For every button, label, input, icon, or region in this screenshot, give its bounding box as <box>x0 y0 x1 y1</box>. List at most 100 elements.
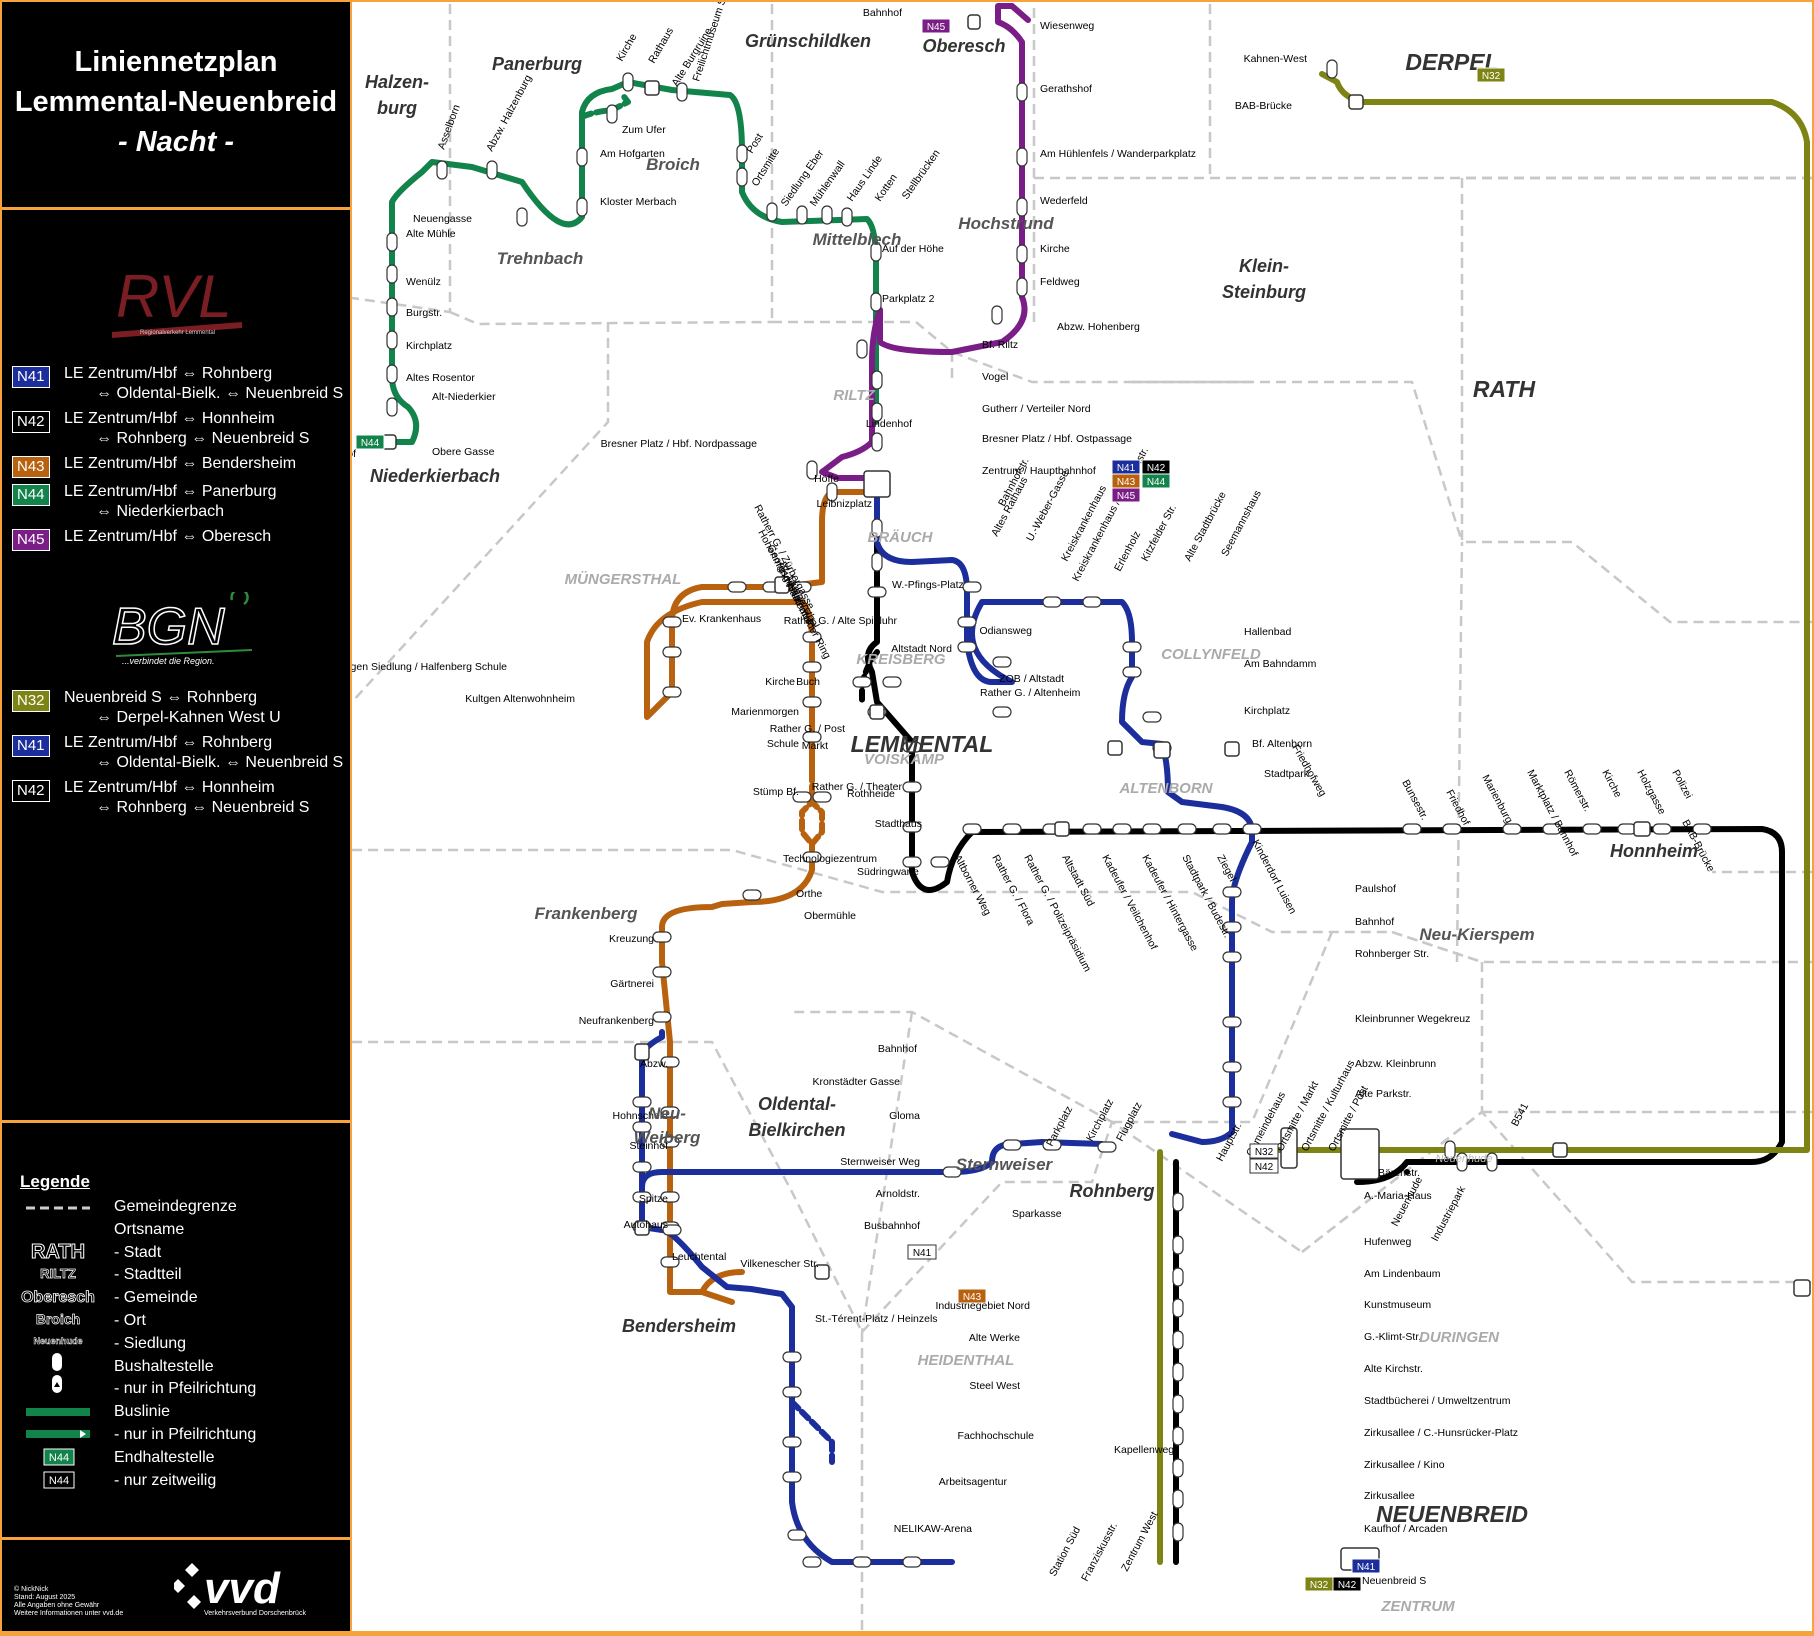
stop-label: Höffe <box>814 473 839 485</box>
place-name: Panerburg <box>492 54 582 74</box>
line-badge-n41: N41 <box>1351 1558 1381 1574</box>
svg-text:N32: N32 <box>1255 1147 1274 1158</box>
stop-label: Hallenbad <box>1244 626 1291 638</box>
place-name: Rohnberg <box>1070 1181 1155 1201</box>
place-name: BRÄUCH <box>868 529 934 546</box>
line-route: LE Zentrum/Hbf ⇔ Oberesch <box>64 528 272 545</box>
legend-item: - nur in Pfeilrichtung <box>114 1380 257 1398</box>
stop-label: Sparkasse <box>1012 1208 1062 1220</box>
title-line3: - Nacht - <box>118 126 234 158</box>
stop-label: Kirchplatz <box>406 340 452 352</box>
svg-text:BGN: BGN <box>112 598 225 656</box>
stop-label: Post <box>744 131 765 155</box>
stop-label: Bf. Altenborn <box>1252 738 1312 750</box>
svg-text:Regionalverkehr Lemmental: Regionalverkehr Lemmental <box>140 330 215 336</box>
stop-label: Kotten <box>873 172 900 204</box>
stop-label: Kirche <box>614 32 639 64</box>
stop-label: Bahnhof <box>878 1043 917 1055</box>
stop-label: Ev. Krankenhaus <box>682 613 761 625</box>
stop-label: Kaufhof / Arcaden <box>1364 1523 1448 1535</box>
stop-label: Rather G. / Theater <box>812 781 903 793</box>
stop-label: Arnoldstr. <box>876 1188 920 1200</box>
stop-label: Burgstr. <box>406 307 442 319</box>
sidebar: Liniennetzplan Lemmental-Neuenbreid - Na… <box>2 2 350 1631</box>
stop-label: St.-Térent-Platz / Heinzels <box>815 1313 938 1325</box>
stop-label: Stümp Bf. <box>753 786 799 798</box>
place-name: Halzen- <box>365 72 429 92</box>
stop-label: Alte Werke <box>969 1332 1020 1344</box>
svg-text:N41: N41 <box>913 1248 932 1259</box>
stop-label: Asselborn <box>436 103 463 151</box>
svg-text:RILTZ: RILTZ <box>40 1266 76 1281</box>
place-name: Honnheim <box>1610 841 1698 861</box>
stop-label: Kahnen-West <box>1244 53 1308 65</box>
line-badge-n32: N32 <box>1476 67 1506 83</box>
stop-label: NELIKAW-Arena <box>894 1523 972 1535</box>
stop-label: Sternweiser Weg <box>840 1156 920 1168</box>
stop-label: Bahnhof <box>863 7 902 19</box>
stop-label: Kunstmuseum <box>1364 1299 1431 1311</box>
title-line2: Lemmental-Neuenbreid <box>14 86 338 118</box>
bus-stops <box>381 14 1811 1571</box>
svg-text:N42: N42 <box>1147 463 1166 474</box>
stop-label: Bahnhof <box>352 448 356 460</box>
line-route: LE Zentrum/Hbf ⇔ Bendersheim <box>64 455 297 472</box>
stop-label: U.-Weber-Gasse <box>1024 468 1072 543</box>
legend-item: - Stadt <box>114 1243 162 1261</box>
place-name: RILTZ <box>833 387 875 404</box>
place-labels: DERPELRATHLEMMENTALNEUENBREIDHalzen-burg… <box>365 31 1698 1615</box>
line-route: LE Zentrum/Hbf ⇔ Panerburg <box>64 483 277 500</box>
stop-label: Südringwarte <box>857 866 919 878</box>
sidebar-divider <box>2 1120 350 1123</box>
stop-label: Hufenweg <box>1364 1236 1411 1248</box>
stop-label: Parkplatz 2 <box>882 293 935 305</box>
legend-item: Endhaltestelle <box>114 1448 215 1466</box>
place-name: KREISBERG <box>856 651 946 668</box>
vvd-logo-icon: vvd Verkehrsverbund Dorschenbrück <box>174 1563 306 1617</box>
stop-label: Kleinbrunner Wegekreuz <box>1355 1013 1470 1025</box>
line-badge-n32: N32 <box>1249 1143 1279 1159</box>
stop-label: Zentrum West <box>1119 1510 1160 1574</box>
svg-text:RVL: RVL <box>116 263 232 330</box>
stop-label: Kloster Merbach <box>600 196 677 208</box>
title-line1: Liniennetzplan <box>74 46 278 78</box>
place-name: burg <box>377 98 417 118</box>
stop-label: Buch <box>796 676 820 688</box>
stop-label: Auf der Höhe <box>882 243 944 255</box>
stop-label: Rothheide <box>847 788 895 800</box>
stop-label: Kronstädter Gasse <box>812 1076 900 1088</box>
stop-label: Orthe <box>796 888 822 900</box>
stop-label: Alte Kirchstr. <box>1364 1363 1423 1375</box>
stop-label: G.-Klimt-Str. <box>1364 1331 1421 1343</box>
stop-label: Ratherr G. / Zürbergasse <box>751 503 816 612</box>
stop-label: Abzw. Hohenberg <box>1057 321 1140 333</box>
stop-label: Kirchplatz <box>1244 705 1290 717</box>
legend-item: - Ort <box>114 1312 146 1329</box>
line-route: LE Zentrum/Hbf ⇔ Rohnberg <box>64 365 273 382</box>
place-name: ALTENBORN <box>1118 780 1213 797</box>
stop-label: BAB-Brücke <box>1235 100 1292 112</box>
stop-label: Schule <box>767 738 799 750</box>
place-name: Grünschildken <box>745 31 871 51</box>
stop-label: Feldweg <box>1040 276 1080 288</box>
line-route-cont: ⇔ Derpel-Kahnen West U <box>96 709 281 726</box>
place-name: Hochstrund <box>958 214 1054 233</box>
place-name: Trehnbach <box>497 249 584 268</box>
stop-label: Bresner Platz / Hbf. Nordpassage <box>601 438 758 450</box>
stop-label: Hohnscheid <box>613 1110 669 1122</box>
svg-text:...verbindet die Region.: ...verbindet die Region. <box>122 656 215 666</box>
stop-label: Fachhochschule <box>958 1430 1035 1442</box>
stop-label: Wederfeld <box>1040 195 1088 207</box>
svg-text:N45: N45 <box>1117 491 1136 502</box>
stop-label: Abzw. <box>640 1058 668 1070</box>
svg-text:N44: N44 <box>49 1475 69 1487</box>
stop-label: Kinderdorf Luisen <box>1249 838 1298 916</box>
line-badge-n41: N41 <box>907 1244 937 1260</box>
stop-label: Alte Mühle <box>406 228 456 240</box>
place-name: RATH <box>1473 376 1536 402</box>
legend-item: Gemeindegrenze <box>114 1198 237 1215</box>
stop-label: Bärenstr. <box>1378 1167 1420 1179</box>
stop-label: Zirkusallee / C.-Hunsrücker-Platz <box>1364 1427 1518 1439</box>
